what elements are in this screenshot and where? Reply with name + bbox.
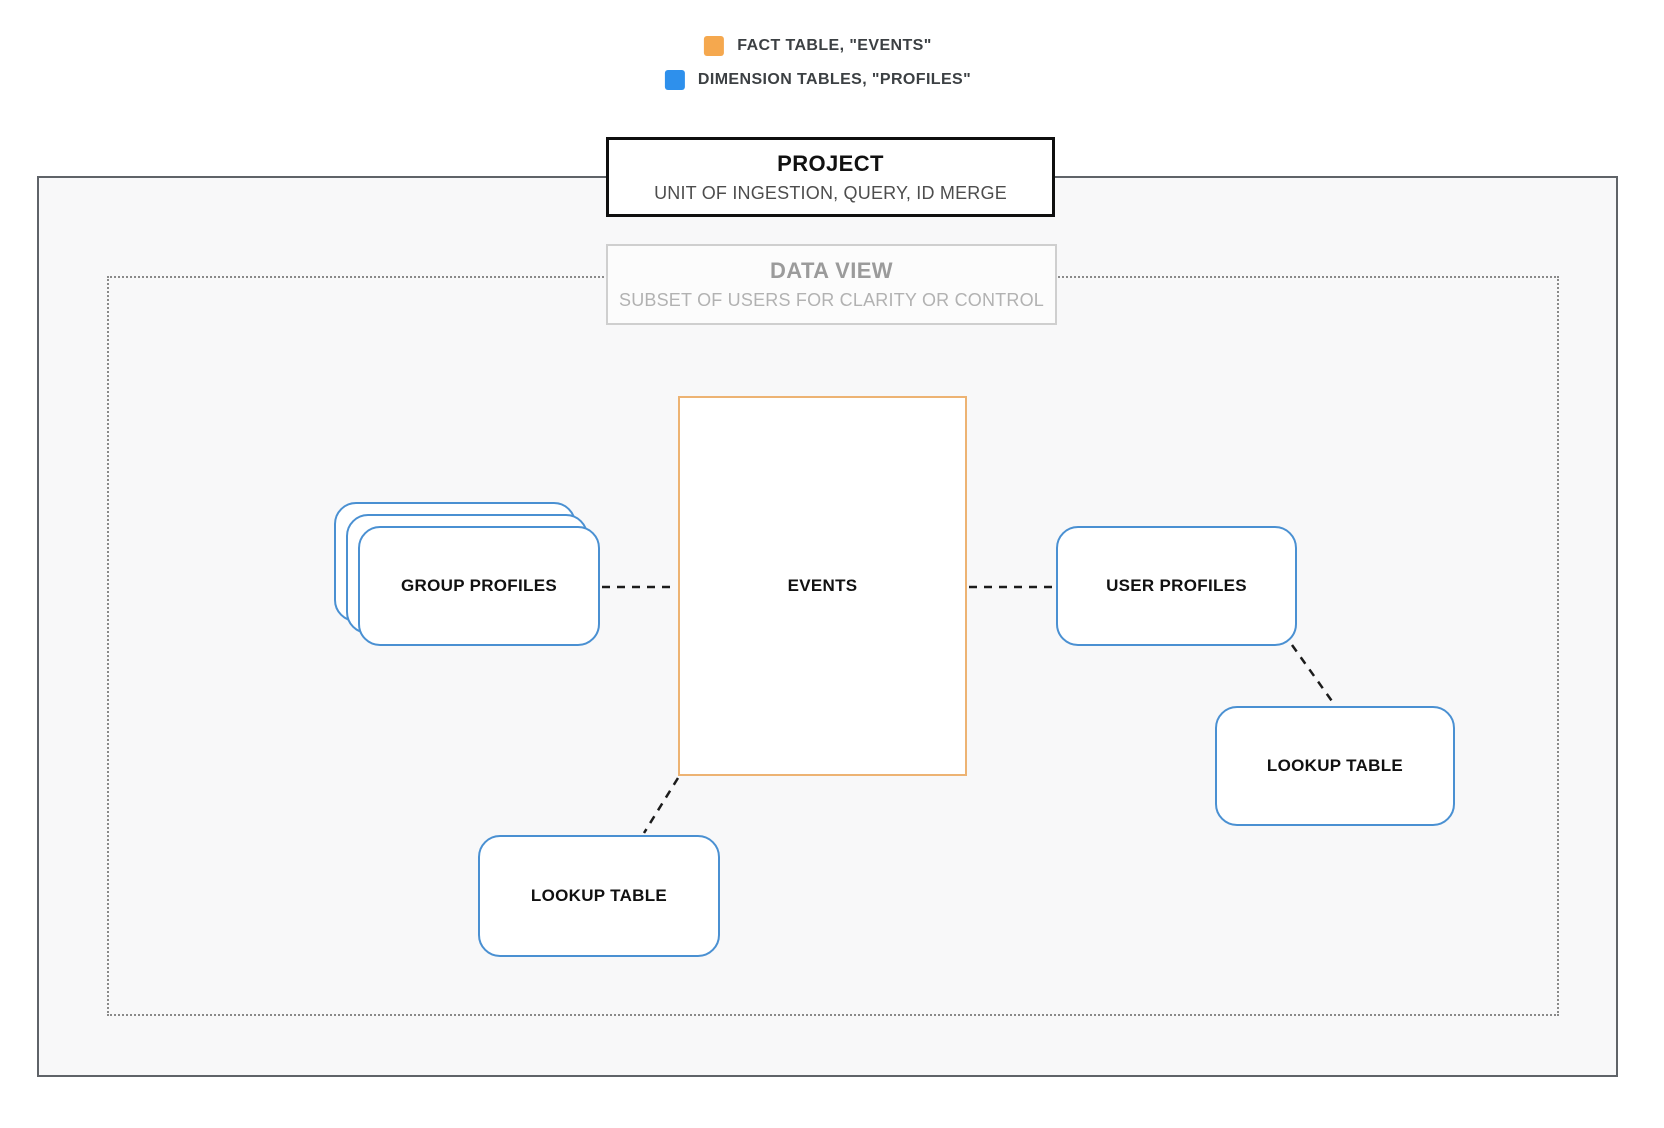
data-view-title-box: DATA VIEW SUBSET OF USERS FOR CLARITY OR… xyxy=(606,244,1057,325)
user-profiles-node: USER PROFILES xyxy=(1056,526,1297,646)
lookup-table-right-node: LOOKUP TABLE xyxy=(1215,706,1455,826)
legend-label-fact-table: FACT TABLE, "EVENTS" xyxy=(737,37,932,54)
dimension-tables-swatch-icon xyxy=(664,70,685,90)
lookup-table-bottom-node: LOOKUP TABLE xyxy=(478,835,720,957)
legend: FACT TABLE, "EVENTS" DIMENSION TABLES, "… xyxy=(664,36,972,90)
data-view-subtitle: SUBSET OF USERS FOR CLARITY OR CONTROL xyxy=(618,290,1044,310)
project-title-box: PROJECT UNIT OF INGESTION, QUERY, ID MER… xyxy=(606,137,1055,217)
project-subtitle: UNIT OF INGESTION, QUERY, ID MERGE xyxy=(654,182,1007,203)
group-profiles-node: GROUP PROFILES xyxy=(358,526,600,646)
legend-label-dimension-tables: DIMENSION TABLES, "PROFILES" xyxy=(697,71,972,88)
edge-events-to-lookup-table-bottom xyxy=(642,777,680,834)
edge-user-profiles-to-lookup-table-right xyxy=(1290,644,1336,705)
project-title: PROJECT xyxy=(777,150,884,176)
events-node: EVENTS xyxy=(678,396,967,776)
fact-table-swatch-icon xyxy=(704,36,725,56)
legend-item-fact-table: FACT TABLE, "EVENTS" xyxy=(704,36,931,56)
data-view-title: DATA VIEW xyxy=(770,258,893,283)
legend-item-dimension-tables: DIMENSION TABLES, "PROFILES" xyxy=(664,70,972,90)
